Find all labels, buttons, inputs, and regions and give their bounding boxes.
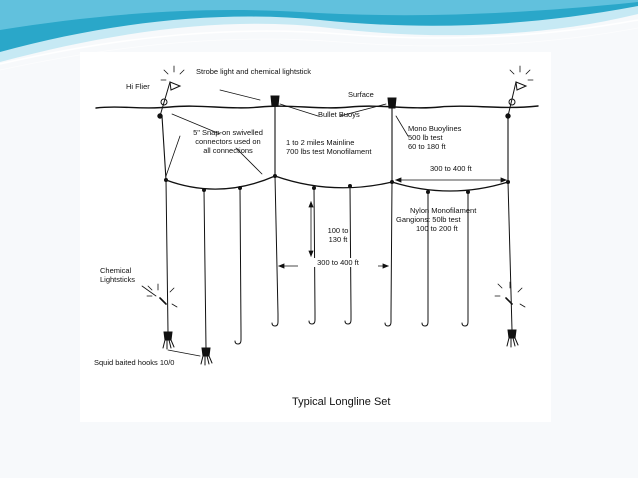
span-bottom-label: 300 to 400 ft — [298, 258, 378, 267]
nylon-label-line3: 100 to 200 ft — [416, 224, 458, 233]
longline-drawing — [95, 65, 539, 366]
nylon-label-line1: Nylon Monofilament — [410, 206, 477, 215]
mainline-label-line1: 1 to 2 miles Mainline — [286, 138, 355, 147]
chemical-label-line2: Lightsticks — [100, 275, 136, 284]
leader-lines — [141, 89, 409, 357]
mono-length-label: 60 to 180 ft — [408, 142, 446, 151]
snap-connectors — [164, 174, 510, 194]
header-wave-decoration — [0, 0, 638, 71]
longline-diagram: Hi Flier Strobe light and chemical light… — [80, 52, 551, 422]
surface-label: Surface — [348, 90, 374, 99]
hi-flier-right — [505, 81, 528, 119]
mainline — [165, 175, 509, 192]
squid-hooks-label: Squid baited hooks 10/0 — [94, 358, 175, 367]
chemical-lightstick-left — [146, 283, 178, 308]
chemical-lightstick-right — [494, 281, 526, 308]
depth-label-line2: 130 ft — [328, 235, 348, 244]
dimension-arrows — [277, 177, 508, 269]
depth-label-line1: 100 to — [327, 226, 349, 235]
buoylines — [161, 105, 509, 183]
strobe-label: Strobe light and chemical lightstick — [196, 67, 312, 76]
squid-baits — [162, 329, 519, 366]
span-top-label: 300 to 400 ft — [430, 164, 472, 173]
strobe-light-left — [160, 65, 185, 81]
hooks — [234, 311, 469, 345]
mono-test-label: 500 lb test — [408, 133, 443, 142]
chemical-label-line1: Chemical — [100, 266, 132, 275]
bullet-buoys-label: Bullet Buoys — [318, 110, 360, 119]
nylon-label-line2: Gangions: 50lb test — [396, 215, 461, 224]
bullet-buoy-right — [387, 97, 397, 109]
bullet-buoy-left — [270, 95, 280, 107]
water-surface-line — [95, 105, 539, 109]
hi-flier-left — [157, 81, 182, 119]
gangions — [165, 175, 513, 349]
hi-flier-label: Hi Flier — [126, 82, 150, 91]
strobe-light-right — [509, 65, 534, 81]
snap-on-label-line1: 5" Snap-on swivelled — [193, 128, 263, 137]
mainline-label-line2: 700 lbs test Monofilament — [286, 147, 372, 156]
diagram-title: Typical Longline Set — [292, 396, 391, 408]
mono-buoylines-label: Mono Buoylines — [408, 124, 462, 133]
snap-on-label-line3: all connections — [203, 146, 253, 155]
snap-on-label-line2: connectors used on — [195, 137, 261, 146]
